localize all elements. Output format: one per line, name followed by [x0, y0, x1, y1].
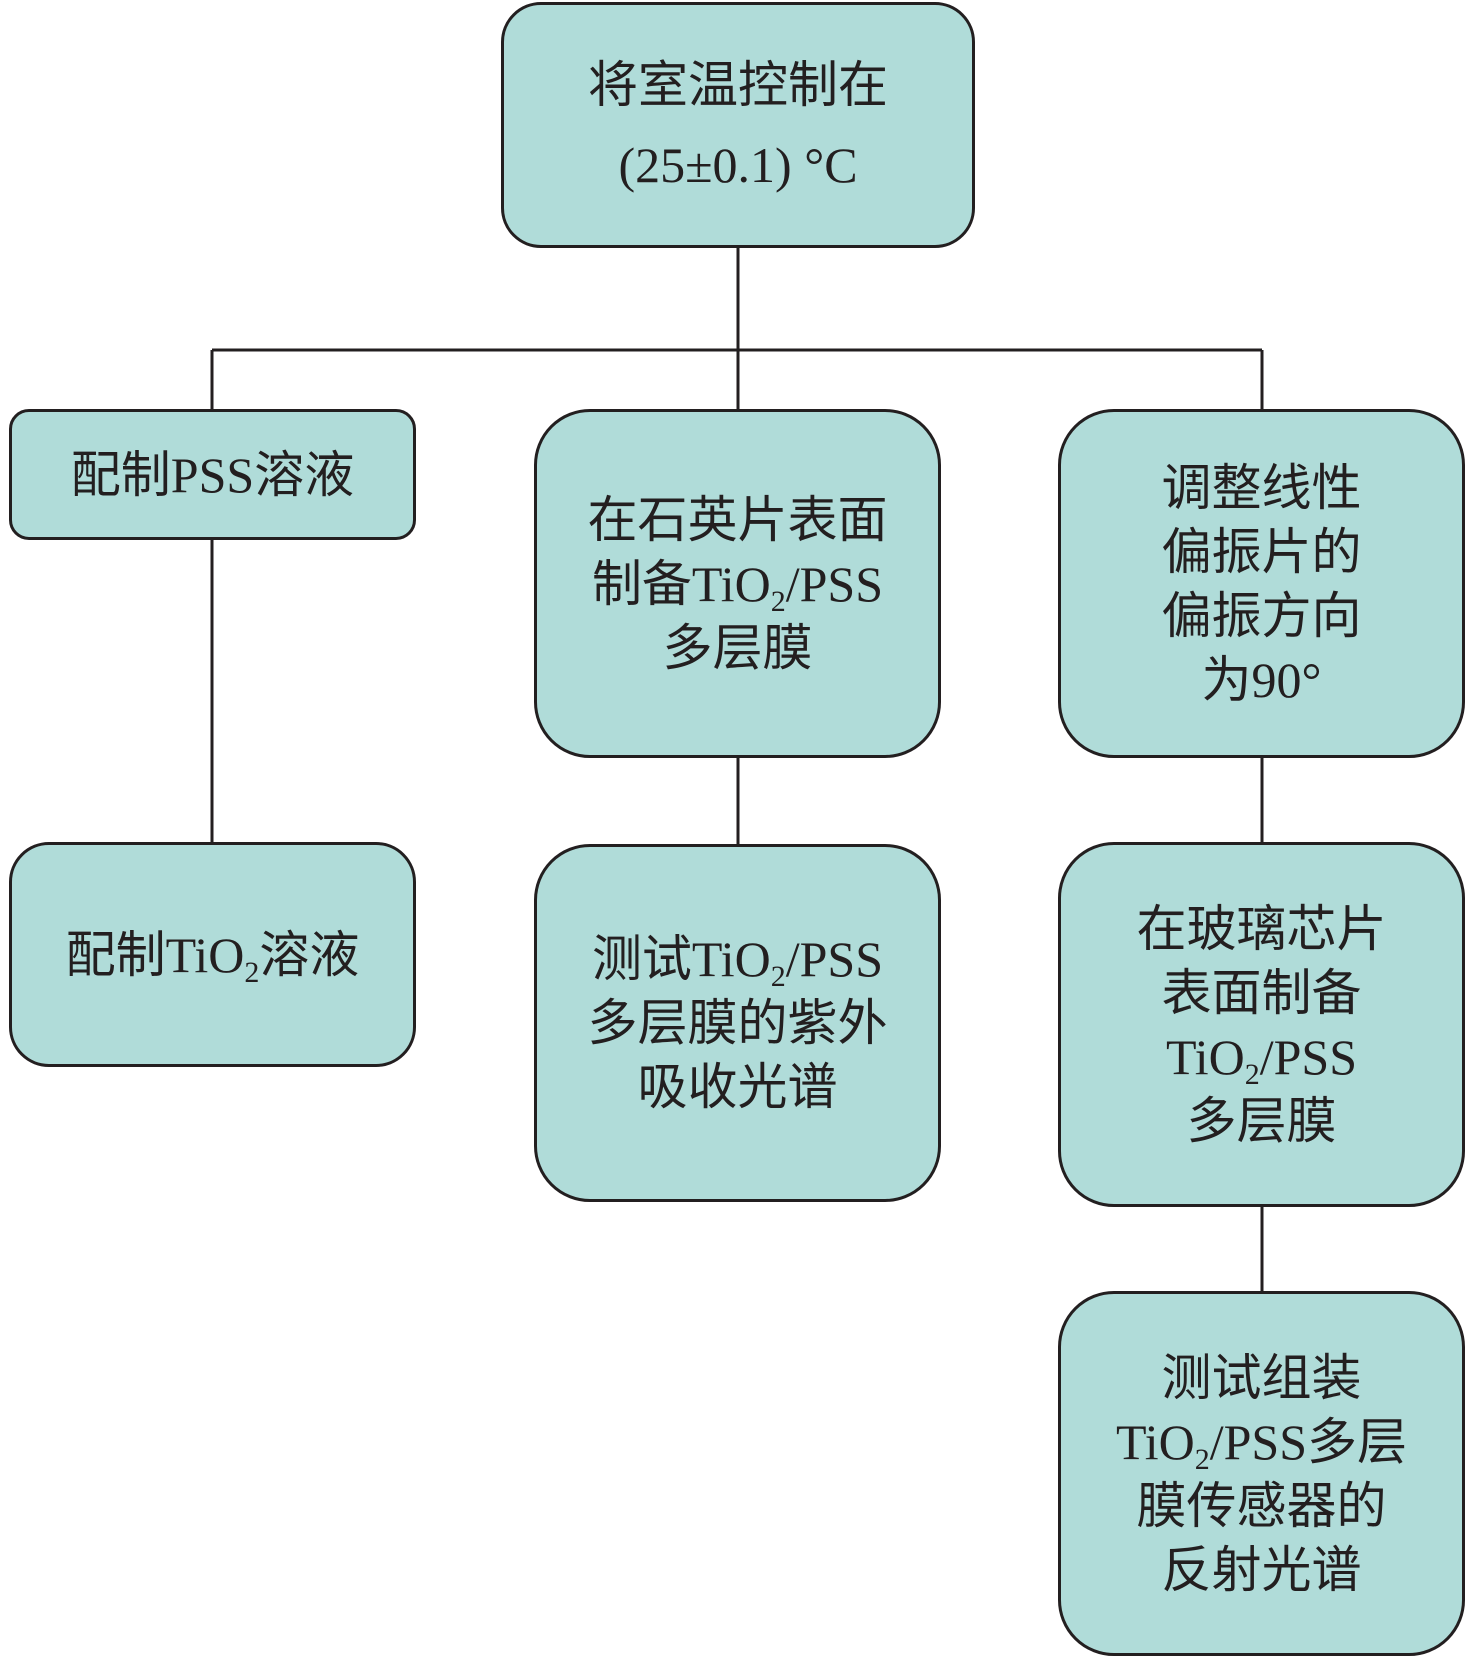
text-segment: 制备TiO: [591, 555, 771, 612]
subscript: 2: [770, 960, 786, 993]
node-adjust-polarizer: 调整线性偏振片的偏振方向为90°: [1058, 409, 1465, 758]
node-text-line: 配制TiO2溶液: [65, 923, 360, 989]
node-text-line: 吸收光谱: [637, 1059, 838, 1115]
node-text-line: 为90°: [1201, 651, 1322, 708]
node-text-line: 调整线性: [1161, 459, 1362, 516]
text-segment: /PSS多层: [1209, 1413, 1408, 1470]
node-text-line: 偏振方向: [1161, 587, 1362, 644]
node-text-line: 将室温控制在: [588, 57, 888, 113]
text-segment: /PSS: [1259, 1028, 1358, 1085]
node-text-line: 多层膜: [662, 619, 813, 676]
node-text-line: 配制PSS溶液: [70, 446, 355, 503]
node-text-line: 测试组装: [1161, 1349, 1362, 1406]
node-prepare-pss-solution: 配制PSS溶液: [9, 409, 416, 540]
node-text-line: (25±0.1) °C: [618, 137, 858, 193]
node-text-line: 制备TiO2/PSS: [591, 552, 884, 618]
subscript: 2: [244, 955, 260, 989]
text-segment: 配制TiO: [65, 926, 245, 983]
node-text-line: 在石英片表面: [587, 491, 888, 548]
node-text-line: 测试TiO2/PSS: [591, 927, 884, 993]
subscript: 2: [1244, 1057, 1260, 1091]
node-text-line: 多层膜的紫外: [587, 995, 888, 1051]
text-segment: 溶液: [259, 926, 360, 983]
text-segment: /PSS: [785, 931, 884, 987]
subscript: 2: [770, 584, 786, 618]
node-text-line: 偏振片的: [1161, 523, 1362, 580]
node-room-temperature: 将室温控制在 (25±0.1) °C: [501, 2, 975, 248]
text-segment: /PSS: [785, 555, 884, 612]
text-segment: TiO: [1165, 1028, 1245, 1085]
subscript: 2: [1194, 1442, 1210, 1476]
node-text-line: 反射光谱: [1161, 1541, 1362, 1598]
node-text-line: 在玻璃芯片: [1136, 900, 1387, 957]
node-text-line: TiO2/PSS: [1165, 1025, 1358, 1091]
node-text-line: 表面制备: [1161, 964, 1362, 1021]
node-text-line: 多层膜: [1186, 1092, 1337, 1149]
node-text-line: 膜传感器的: [1136, 1477, 1387, 1534]
text-segment: 测试TiO: [591, 931, 771, 987]
node-prepare-tio2-solution: 配制TiO2溶液: [9, 842, 416, 1067]
text-segment: TiO: [1115, 1413, 1195, 1470]
node-text-line: TiO2/PSS多层: [1115, 1410, 1408, 1476]
